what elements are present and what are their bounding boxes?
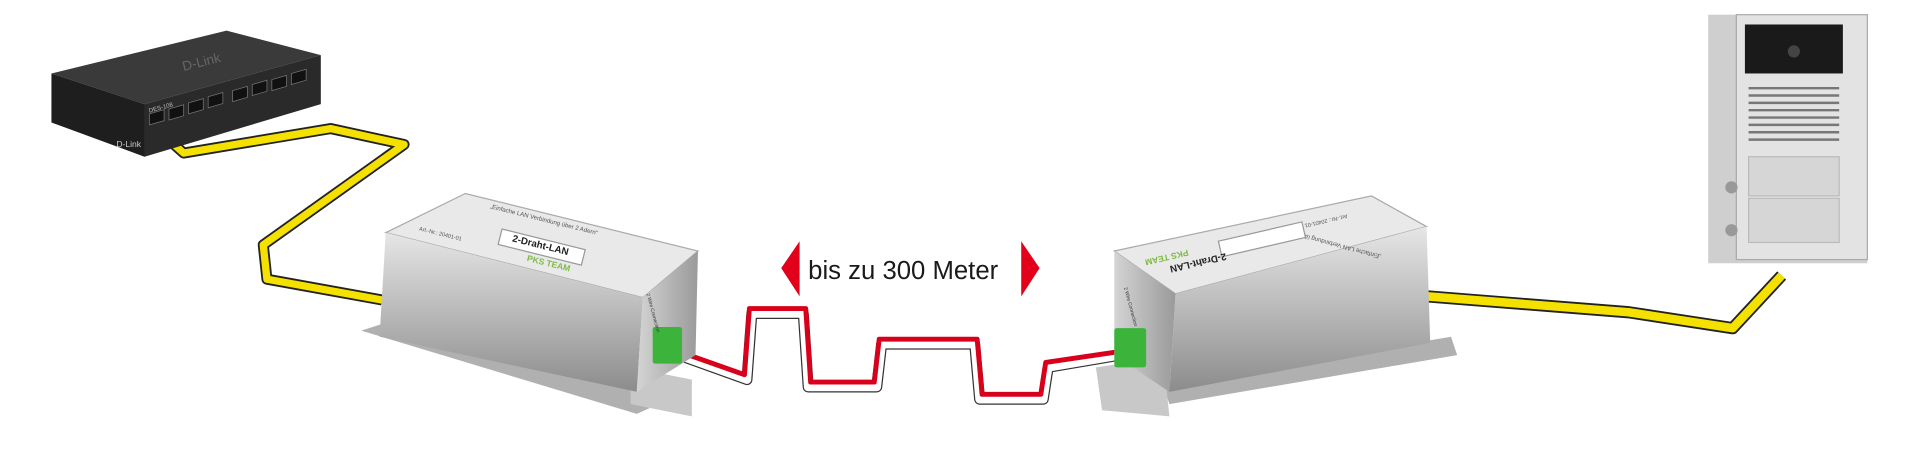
lan-cable-right [1426,271,1787,335]
two-wire-cable [683,306,1122,405]
door-intercom-station [1708,14,1868,264]
switch-ports [149,68,307,126]
arrow-left-icon [781,241,800,297]
arrow-right-icon [1021,241,1040,297]
bell-button-1 [1725,181,1738,194]
switch-front-brand: D-Link [116,139,141,149]
terminal-block [652,326,683,364]
network-switch: D-Link D-Link DES-108 [51,30,321,157]
distance-label: bis zu 300 Meter [808,257,998,285]
camera-lens-icon [1787,45,1801,58]
bell-button-2 [1725,224,1738,237]
two-wire-lan-adapter-left: „Einfache LAN Verbindung über 2 Adern“ 2… [361,192,700,417]
distance-indicator: bis zu 300 Meter [781,241,1040,297]
lan-cable-left [145,118,410,306]
name-plate-1 [1747,156,1840,197]
name-plate-2 [1747,197,1840,244]
speaker-grille [1748,86,1840,141]
two-wire-lan-adapter-right: „Einfache LAN Verbindung über 2 Adern“ 2… [1095,195,1458,417]
terminal-block [1114,328,1147,368]
